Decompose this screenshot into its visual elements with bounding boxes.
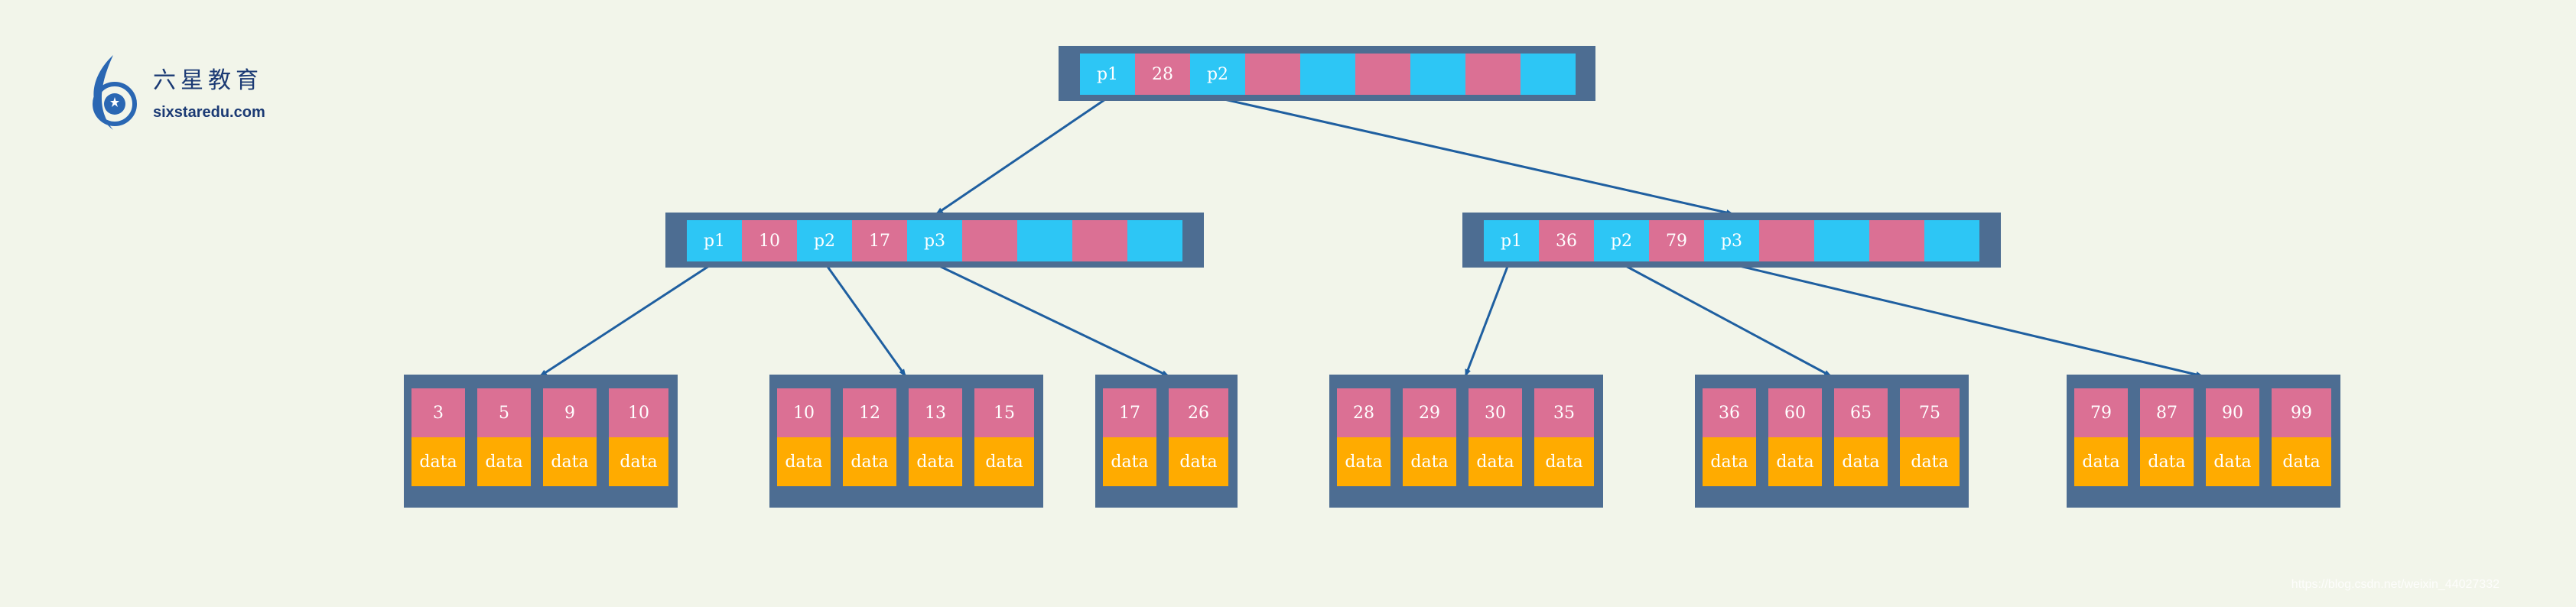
internal-left-cell-8 [1072,220,1127,261]
root-cell-8 [1465,54,1521,95]
leaf-6-key-4: 99 [2272,388,2331,437]
root-cell-6 [1355,54,1410,95]
root-cell-2: 28 [1135,54,1190,95]
logo: 六星教育 sixstaredu.com [83,54,327,138]
leaf-4-data-3: data [1469,437,1528,486]
edge-left-internal-p2 [825,264,907,377]
leaf-4-data-4: data [1534,437,1594,486]
leaf-5-key-4: 75 [1900,388,1960,437]
internal-right-cell-3: p2 [1594,220,1649,261]
edge-left-internal-p3 [935,263,1169,378]
edge-root-parent-p2 [1217,96,1734,216]
leaf-4-key-4: 35 [1534,388,1594,437]
watermark: https://blog.csdn.net/weixin_44027332 [2291,578,2500,591]
leaf-1-data-2: data [477,437,537,486]
leaf-3-data-2: data [1169,437,1228,486]
logo-site: sixstaredu.com [153,104,265,121]
leaf-5-key-2: 60 [1768,388,1828,437]
leaf-1-key-2: 5 [477,388,537,437]
internal-left-cell-1: p1 [687,220,742,261]
leaf-4-data-1: data [1337,437,1397,486]
root-cell-1: p1 [1080,54,1135,95]
leaf-6-key-3: 90 [2206,388,2265,437]
internal-left-cell-5: p3 [907,220,962,261]
leaf-1-data-1: data [411,437,471,486]
edge-right-internal-p3 [1732,263,2204,378]
internal-right-cell-8 [1869,220,1924,261]
leaf-4-key-3: 30 [1469,388,1528,437]
leaf-5-key-1: 36 [1703,388,1762,437]
leaf-4-key-1: 28 [1337,388,1397,437]
edge-left-internal-p1 [539,263,712,378]
leaf-5-key-3: 65 [1834,388,1894,437]
leaf-1-data-4: data [609,437,668,486]
root-cell-9 [1521,54,1576,95]
leaf-node-3: 17 data 26 data [1095,375,1238,508]
leaf-6-key-2: 87 [2140,388,2200,437]
leaf-6-data-2: data [2140,437,2200,486]
leaf-node-2: 10 data 12 data 13 data 15 data [769,375,1043,508]
root-node: p1 28 p2 [1059,46,1595,101]
leaf-node-5: 36 data 60 data 65 data 75 data [1695,375,1969,508]
root-cell-5 [1300,54,1355,95]
root-cell-3: p2 [1190,54,1245,95]
edge-root-parent-p1 [935,96,1108,216]
leaf-1-data-3: data [543,437,603,486]
leaf-2-key-2: 12 [843,388,903,437]
leaf-3-key-1: 17 [1103,388,1163,437]
internal-right-cell-7 [1814,220,1869,261]
leaf-6-data-4: data [2272,437,2331,486]
root-cell-7 [1410,54,1465,95]
internal-node-right: p1 36 p2 79 p3 [1462,213,2001,268]
root-cell-4 [1245,54,1300,95]
leaf-1-key-3: 9 [543,388,603,437]
internal-right-cell-2: 36 [1539,220,1594,261]
leaf-2-data-3: data [909,437,968,486]
leaf-6-data-1: data [2074,437,2134,486]
leaf-3-data-1: data [1103,437,1163,486]
leaf-2-data-1: data [777,437,837,486]
leaf-5-data-1: data [1703,437,1762,486]
edge-right-internal-p1 [1464,264,1510,377]
leaf-5-data-2: data [1768,437,1828,486]
leaf-4-data-2: data [1403,437,1462,486]
internal-left-cell-4: 17 [852,220,907,261]
leaf-node-6: 79 data 87 data 90 data 99 data [2067,375,2340,508]
internal-right-cell-1: p1 [1484,220,1539,261]
internal-left-cell-2: 10 [742,220,797,261]
leaf-2-data-2: data [843,437,903,486]
leaf-3-key-2: 26 [1169,388,1228,437]
internal-left-cell-9 [1127,220,1182,261]
leaf-6-data-3: data [2206,437,2265,486]
leaf-node-4: 28 data 29 data 30 data 35 data [1329,375,1603,508]
leaf-2-key-1: 10 [777,388,837,437]
leaf-5-data-3: data [1834,437,1894,486]
edge-right-internal-p2 [1622,263,1832,378]
internal-left-cell-7 [1017,220,1072,261]
internal-right-cell-4: 79 [1649,220,1704,261]
leaf-5-data-4: data [1900,437,1960,486]
internal-right-cell-9 [1924,220,1979,261]
internal-right-cell-5: p3 [1704,220,1759,261]
internal-left-cell-6 [962,220,1017,261]
leaf-1-key-1: 3 [411,388,471,437]
logo-mark [93,55,137,130]
leaf-2-data-4: data [974,437,1034,486]
leaf-1-key-4: 10 [609,388,668,437]
internal-node-left: p1 10 p2 17 p3 [665,213,1204,268]
logo-name: 六星教育 [153,67,263,94]
internal-left-cell-3: p2 [797,220,852,261]
internal-right-cell-6 [1759,220,1814,261]
leaf-node-1: 3 data 5 data 9 data 10 data [404,375,678,508]
leaf-6-key-1: 79 [2074,388,2134,437]
leaf-4-key-2: 29 [1403,388,1462,437]
leaf-2-key-3: 13 [909,388,968,437]
leaf-2-key-4: 15 [974,388,1034,437]
